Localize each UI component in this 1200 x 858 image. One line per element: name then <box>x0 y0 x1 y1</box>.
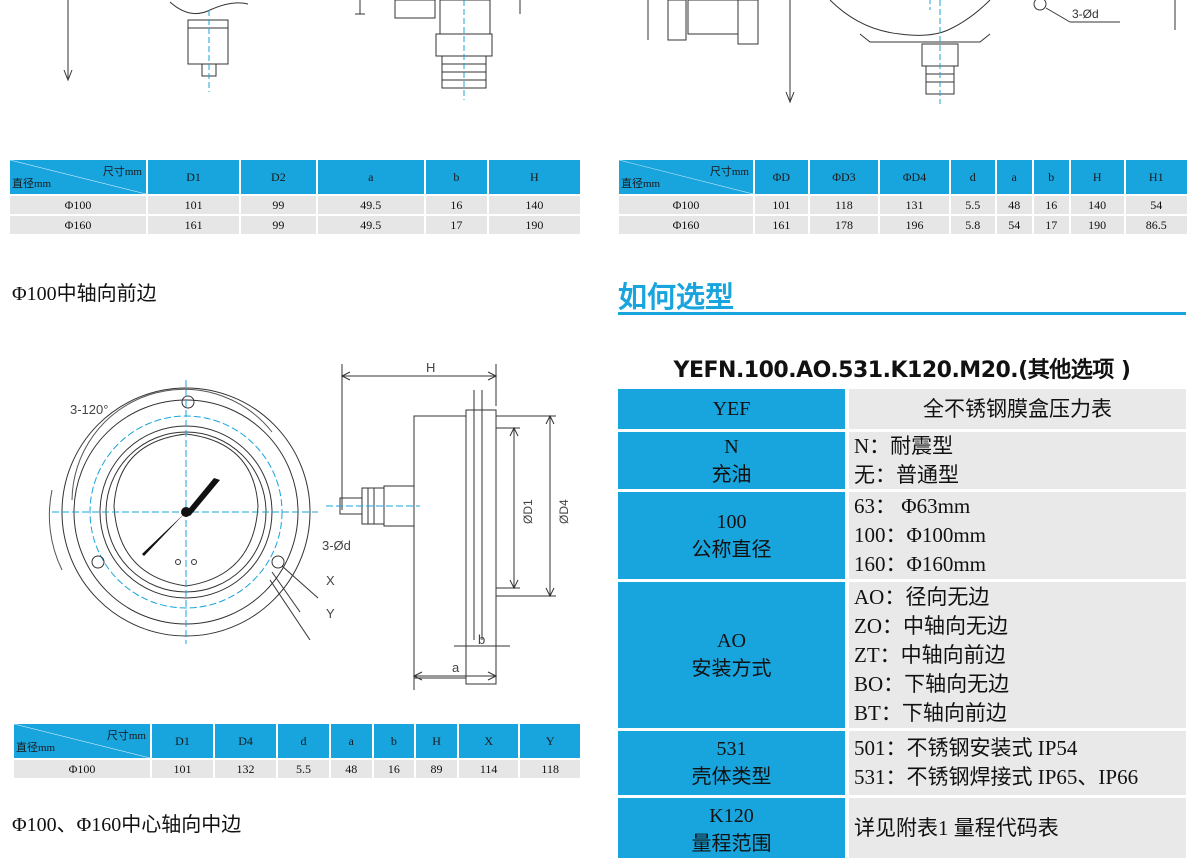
table-row: Φ100 101 132 5.5 48 16 89 114 118 <box>14 760 580 778</box>
column-header: b <box>373 724 415 758</box>
column-header: D1 <box>148 160 240 194</box>
column-header: a <box>317 160 424 194</box>
selection-value: AO：径向无边 ZO：中轴向无边 ZT：中轴向前边 BO：下轴向无边 BT：下轴… <box>849 582 1186 728</box>
column-header: Y <box>520 724 580 758</box>
column-header: D4 <box>215 724 277 758</box>
table-corner-cell: 尺寸mm 直径mm <box>10 160 146 194</box>
selection-key: AO 安装方式 <box>618 582 845 728</box>
top-right-holes-label: 3-Ød <box>1072 7 1099 21</box>
selection-value: 501：不锈钢安装式 IP54 531：不锈钢焊接式 IP65、IP66 <box>849 731 1186 795</box>
h-label: H <box>426 360 435 375</box>
selection-key: N 充油 <box>618 432 845 489</box>
column-header: d <box>950 160 995 194</box>
table-row: Φ160 161 178 196 5.8 54 17 190 86.5 <box>619 216 1187 234</box>
a-label: a <box>452 660 460 675</box>
column-header: H1 <box>1125 160 1187 194</box>
dimension-table-center-axial: 尺寸mm 直径mm D1 D4 d a b H X Y Φ100 101 132… <box>12 722 582 780</box>
column-header: a <box>330 724 372 758</box>
model-code: YEFN.100.AO.531.K120.M20.(其他选项 ) <box>673 358 1131 383</box>
d1-label: ØD1 <box>521 499 535 524</box>
b-label: b <box>478 632 485 647</box>
needle-long <box>142 512 186 556</box>
selection-value: 全不锈钢膜盒压力表 <box>849 389 1186 429</box>
holes-label: 3-Ød <box>322 538 351 553</box>
x-label: X <box>326 573 335 588</box>
selection-row-case: 531 壳体类型 501：不锈钢安装式 IP54 531：不锈钢焊接式 IP65… <box>618 731 1186 795</box>
column-header: a <box>996 160 1032 194</box>
gauge-side-view-drawing: H ØD1 ØD4 b a <box>320 360 571 690</box>
table-row: Φ160 161 99 49.5 17 190 <box>10 216 580 234</box>
column-header: H <box>416 724 457 758</box>
column-header: H <box>1070 160 1124 194</box>
top-right-gauge-drawing: 3-Ød <box>600 0 1200 150</box>
dimension-table-front-axial: 尺寸mm 直径mm D1 D2 a b H Φ100 101 99 49.5 1… <box>8 158 582 236</box>
column-header: d <box>278 724 329 758</box>
column-header: ΦD <box>755 160 808 194</box>
selection-value: 63： Φ63mm 100：Φ100mm 160：Φ160mm <box>849 492 1186 579</box>
table-row: Φ100 101 118 131 5.5 48 16 140 54 <box>619 196 1187 214</box>
gauge-front-view-drawing: 3-120° 3-Ød <box>0 340 351 660</box>
selection-value: N：耐震型 无：普通型 <box>849 432 1186 489</box>
table-corner-cell: 尺寸mm 直径mm <box>619 160 753 194</box>
column-header: D2 <box>241 160 316 194</box>
column-header: b <box>425 160 487 194</box>
column-header: ΦD4 <box>880 160 949 194</box>
bolt-angle-label: 3-120° <box>70 402 108 417</box>
column-header: D1 <box>152 724 214 758</box>
heading-divider <box>618 312 1186 315</box>
selection-value: 详见附表1 量程代码表 <box>849 798 1186 858</box>
table-corner-cell: 尺寸mm 直径mm <box>14 724 150 758</box>
caption-front-axial: Φ100中轴向前边 <box>12 283 157 305</box>
selection-row-diameter: 100 公称直径 63： Φ63mm 100：Φ100mm 160：Φ160mm <box>618 492 1186 579</box>
selection-key: YEF <box>618 389 845 429</box>
table-row: Φ100 101 99 49.5 16 140 <box>10 196 580 214</box>
selection-row-oil: N 充油 N：耐震型 无：普通型 <box>618 432 1186 489</box>
column-header: H <box>488 160 580 194</box>
section-heading: 如何选型 <box>618 280 735 314</box>
column-header: X <box>458 724 519 758</box>
dimension-table-flange: 尺寸mm 直径mm ΦD ΦD3 ΦD4 d a b H H1 Φ100 101… <box>617 158 1189 236</box>
needle-hub <box>181 507 191 517</box>
selection-row-range: K120 量程范围 详见附表1 量程代码表 <box>618 798 1186 858</box>
selection-key: K120 量程范围 <box>618 798 845 858</box>
d4-label: ØD4 <box>557 499 571 524</box>
selection-key: 531 壳体类型 <box>618 731 845 795</box>
caption-center-axial: Φ100、Φ160中心轴向中边 <box>12 814 242 836</box>
needle-short <box>186 478 220 516</box>
top-left-gauge-drawing <box>0 0 600 150</box>
column-header: b <box>1033 160 1069 194</box>
selection-key: 100 公称直径 <box>618 492 845 579</box>
y-label: Y <box>326 606 335 621</box>
selection-row-model: YEF 全不锈钢膜盒压力表 <box>618 389 1186 429</box>
column-header: ΦD3 <box>809 160 879 194</box>
selection-row-mounting: AO 安装方式 AO：径向无边 ZO：中轴向无边 ZT：中轴向前边 BO：下轴向… <box>618 582 1186 728</box>
